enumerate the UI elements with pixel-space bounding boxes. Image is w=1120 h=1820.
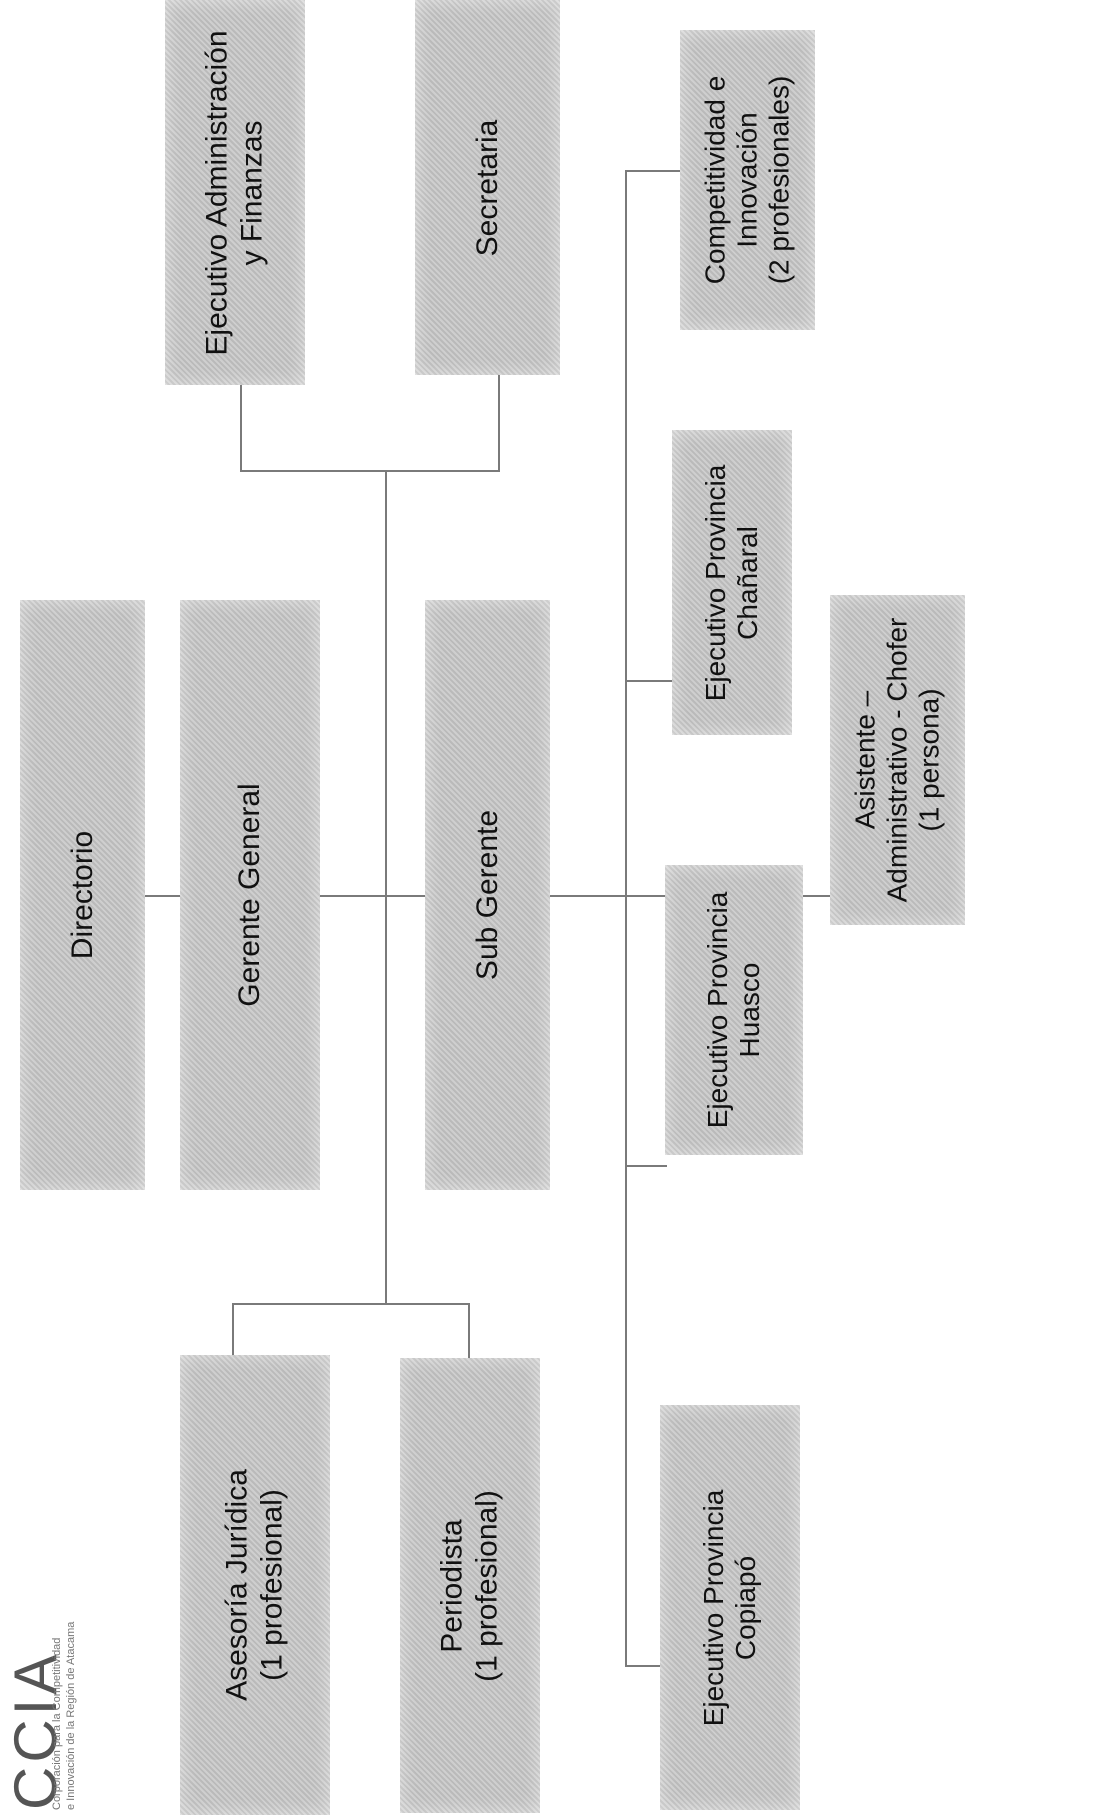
node-label: Ejecutivo Provincia (701, 891, 733, 1129)
node-label: Ejecutivo Provincia (699, 464, 731, 701)
node-label: Gerente General (232, 783, 266, 1007)
node-label: Administrativo - Chofer (881, 617, 913, 903)
node-label: (1 profesional) (255, 1489, 288, 1681)
node-label: y Finanzas (235, 119, 268, 266)
connector-to-asesoria (232, 1303, 234, 1358)
node-label: Periodista (435, 1518, 469, 1653)
node-label: Innovación (731, 112, 763, 248)
connector-to-ejecutivo-admin (240, 385, 242, 472)
logo: CCIA Corporación para la Competitividad … (0, 1560, 77, 1810)
node-label: Huasco (734, 962, 765, 1058)
connector-bottom-branch (232, 1303, 470, 1305)
node-label: (1 profesional) (470, 1489, 503, 1682)
node-label: Asistente – (849, 690, 881, 830)
connector-top-branch (240, 470, 500, 472)
node-ejecutivo-copiapo: Ejecutivo Provincia Copiapó (660, 1405, 800, 1810)
node-label: Competitividad e (699, 75, 731, 285)
node-label: Ejecutivo Administración (200, 29, 234, 356)
node-label: Copiapó (730, 1555, 761, 1660)
connector-gerente-subgerente (315, 895, 430, 897)
node-ejecutivo-chanaral: Ejecutivo Provincia Chañaral (672, 430, 792, 735)
node-ejecutivo-huasco: Ejecutivo Provincia Huasco (665, 865, 803, 1155)
node-sub-gerente: Sub Gerente (425, 600, 550, 1190)
node-asesoria-juridica: Asesoría Jurídica (1 profesional) (180, 1355, 330, 1815)
node-label: Chañaral (732, 525, 763, 640)
node-label: Sub Gerente (470, 809, 504, 981)
node-label: Secretaria (470, 119, 504, 256)
node-label: (2 profesionales) (763, 75, 795, 285)
node-label: Ejecutivo Provincia (697, 1489, 729, 1726)
node-label: Asesoría Jurídica (220, 1469, 254, 1701)
connector-to-competitividad (625, 170, 687, 172)
connector-main-spine (385, 470, 387, 1305)
node-secretaria: Secretaria (415, 0, 560, 375)
connector-to-secretaria (498, 375, 500, 472)
node-label: Directorio (65, 830, 99, 960)
node-label: (1 persona) (913, 688, 945, 832)
connector-to-copiapo (625, 1665, 663, 1667)
connector-to-periodista (468, 1303, 470, 1360)
node-ejecutivo-administracion: Ejecutivo Administración y Finanzas (165, 0, 305, 385)
connector-to-chanaral (625, 680, 675, 682)
logo-subtitle: Corporación para la Competitividad e Inn… (51, 1621, 78, 1810)
node-gerente-general: Gerente General (180, 600, 320, 1190)
node-periodista: Periodista (1 profesional) (400, 1358, 540, 1813)
connector-provincias-spine (625, 170, 627, 1665)
connector-directorio-gerente (140, 895, 185, 897)
node-competitividad-innovacion: Competitividad e Innovación (2 profesion… (680, 30, 815, 330)
node-directorio: Directorio (20, 600, 145, 1190)
node-asistente-administrativo: Asistente – Administrativo - Chofer (1 p… (830, 595, 965, 925)
connector-to-huasco (625, 1165, 667, 1167)
